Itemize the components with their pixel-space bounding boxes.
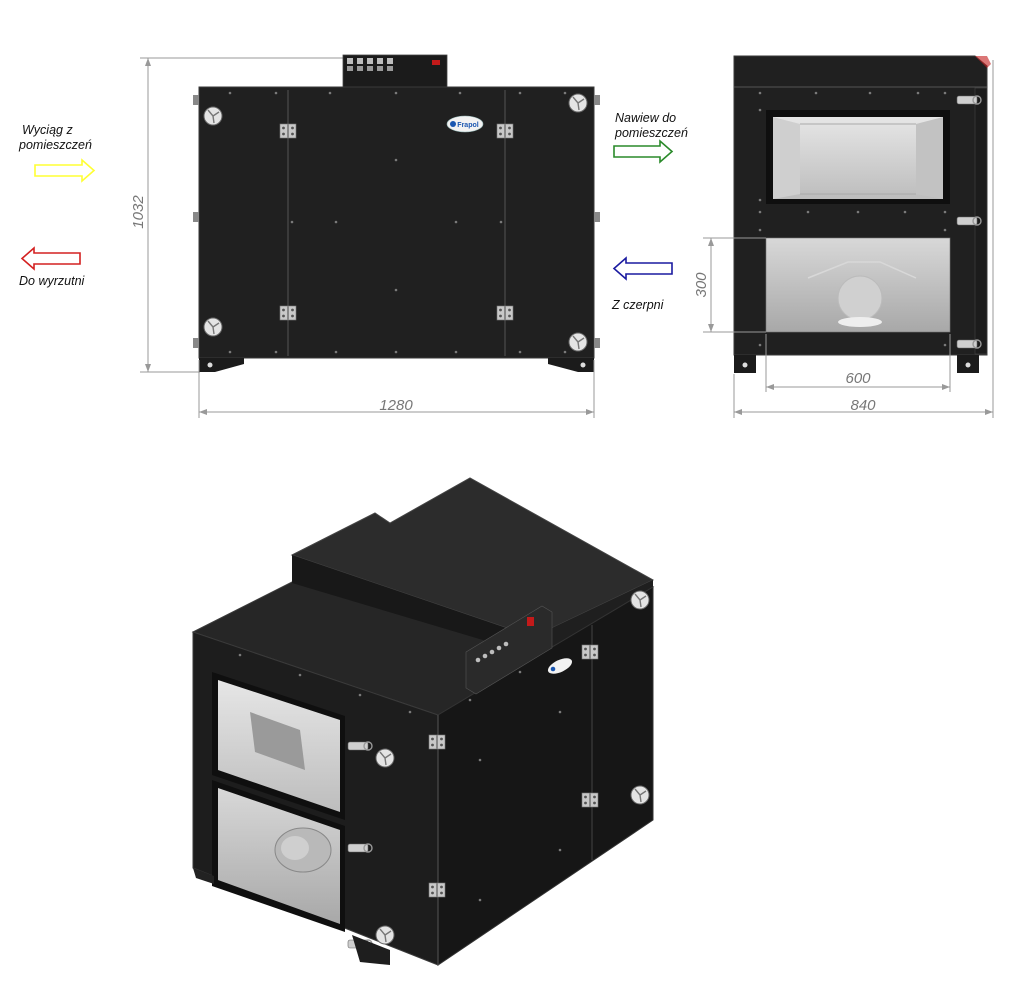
- fan-icon: [568, 332, 588, 352]
- hinge-icon: [496, 305, 514, 321]
- logo-icon: [547, 658, 573, 674]
- supply-label: Nawiew do: [615, 111, 676, 125]
- side-view: 300 600 840: [693, 55, 994, 418]
- intake-arrow-icon: [612, 256, 673, 281]
- dimension-duct-height-label: 300: [693, 272, 710, 298]
- hinge-icon: [428, 882, 446, 898]
- supply-label-2: pomieszczeń: [614, 126, 688, 140]
- extract-label-2: pomieszczeń: [18, 138, 92, 152]
- hinge-icon: [496, 123, 514, 139]
- logo-icon: Frapol: [446, 115, 484, 133]
- exhaust-label: Do wyrzutni: [19, 274, 86, 288]
- intake-label: Z czerpni: [611, 298, 665, 312]
- fan-icon: [375, 925, 395, 945]
- dimension-height-label: 1032: [130, 195, 147, 229]
- hinge-icon: [279, 305, 297, 321]
- hinge-icon: [581, 644, 599, 660]
- fan-icon: [203, 317, 223, 337]
- exhaust-arrow-icon: [20, 246, 81, 271]
- svg-text:Frapol: Frapol: [457, 122, 478, 129]
- extract-arrow-icon: [34, 158, 96, 183]
- extract-label: Wyciąg z: [22, 123, 73, 137]
- supply-arrow-icon: [613, 139, 674, 164]
- fan-icon: [568, 93, 588, 113]
- front-view: 1032: [130, 54, 600, 418]
- fan-icon: [630, 590, 650, 610]
- dimension-side-width-label: 840: [850, 397, 876, 414]
- hinge-icon: [279, 123, 297, 139]
- isometric-view: [191, 477, 655, 966]
- fan-icon: [375, 748, 395, 768]
- dimension-width-label: 1280: [379, 397, 413, 414]
- dimension-duct-width-label: 600: [845, 370, 871, 387]
- hinge-icon: [581, 792, 599, 808]
- fan-icon: [630, 785, 650, 805]
- hinge-icon: [428, 734, 446, 750]
- fan-icon: [203, 106, 223, 126]
